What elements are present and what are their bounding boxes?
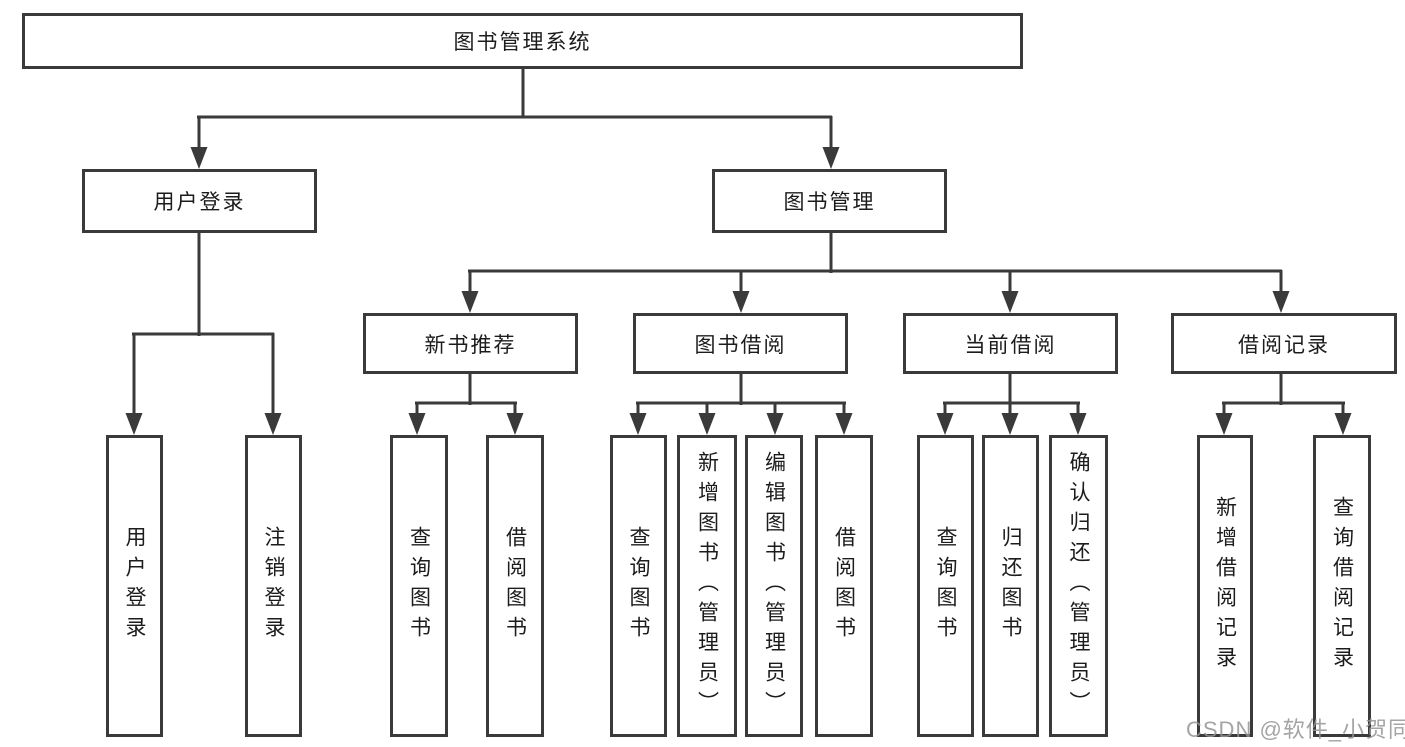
node-label: 新增借阅记录 <box>1213 496 1237 676</box>
node-book-borrow: 图书借阅 <box>633 313 848 374</box>
node-current-borrow: 当前借阅 <box>903 313 1118 374</box>
node-label: 图书管理 <box>783 191 876 214</box>
node-label: 图书借阅 <box>694 333 787 357</box>
node-label: 确认归还（管理员） <box>1067 451 1090 721</box>
node-label: 当前借阅 <box>964 333 1057 357</box>
leaf-current-query-books: 查询图书 <box>917 435 974 737</box>
connector-current-borrow-to-leaves <box>936 374 1087 435</box>
leaf-borrow-borrow-books: 借阅图书 <box>815 435 873 737</box>
node-label: 借阅图书 <box>832 526 856 646</box>
leaf-records-add-record: 新增借阅记录 <box>1197 435 1253 737</box>
node-label: 新书推荐 <box>424 333 517 357</box>
leaf-user-login: 用户登录 <box>106 435 163 737</box>
leaf-borrow-add-books-admin: 新增图书（管理员） <box>677 435 737 737</box>
leaf-current-confirm-return-admin: 确认归还（管理员） <box>1049 435 1108 737</box>
node-label: 注销登录 <box>262 526 285 646</box>
node-label: 查询借阅记录 <box>1330 496 1354 676</box>
node-label: 用户登录 <box>153 191 246 214</box>
leaf-current-return-books: 归还图书 <box>982 435 1039 737</box>
node-book-management: 图书管理 <box>712 169 947 233</box>
node-label: 用户登录 <box>123 526 146 646</box>
node-new-book-recommend: 新书推荐 <box>363 313 578 374</box>
connector-root-to-level2 <box>190 69 840 169</box>
node-label: 图书管理系统 <box>453 31 592 54</box>
connector-book-borrow-to-leaves <box>629 374 853 435</box>
connector-book-management-to-level3 <box>461 233 1290 313</box>
leaf-records-query-record: 查询借阅记录 <box>1313 435 1371 737</box>
node-label: 借阅记录 <box>1238 333 1330 357</box>
leaf-recommend-borrow-books: 借阅图书 <box>486 435 544 737</box>
leaf-recommend-query-books: 查询图书 <box>390 435 448 737</box>
node-label: 查询图书 <box>407 526 431 646</box>
node-user-login: 用户登录 <box>82 169 317 233</box>
node-label: 新增图书（管理员） <box>695 451 719 721</box>
leaf-borrow-query-books: 查询图书 <box>610 435 667 737</box>
node-borrow-records: 借阅记录 <box>1171 313 1397 374</box>
node-label: 查询图书 <box>934 526 957 646</box>
node-label: 编辑图书（管理员） <box>762 451 786 721</box>
csdn-watermark: CSDN @软件_小贺同学 <box>1186 717 1405 742</box>
node-label: 借阅图书 <box>503 526 527 646</box>
node-library-management-system: 图书管理系统 <box>22 13 1023 69</box>
node-label: 查询图书 <box>627 526 650 646</box>
connector-new-book-recommend-to-leaves <box>408 374 524 435</box>
leaf-borrow-edit-books-admin: 编辑图书（管理员） <box>745 435 803 737</box>
connector-user-login-to-leaves <box>125 233 282 435</box>
leaf-logout: 注销登录 <box>245 435 302 737</box>
node-label: 归还图书 <box>999 526 1022 646</box>
connector-borrow-records-to-leaves <box>1215 374 1352 435</box>
